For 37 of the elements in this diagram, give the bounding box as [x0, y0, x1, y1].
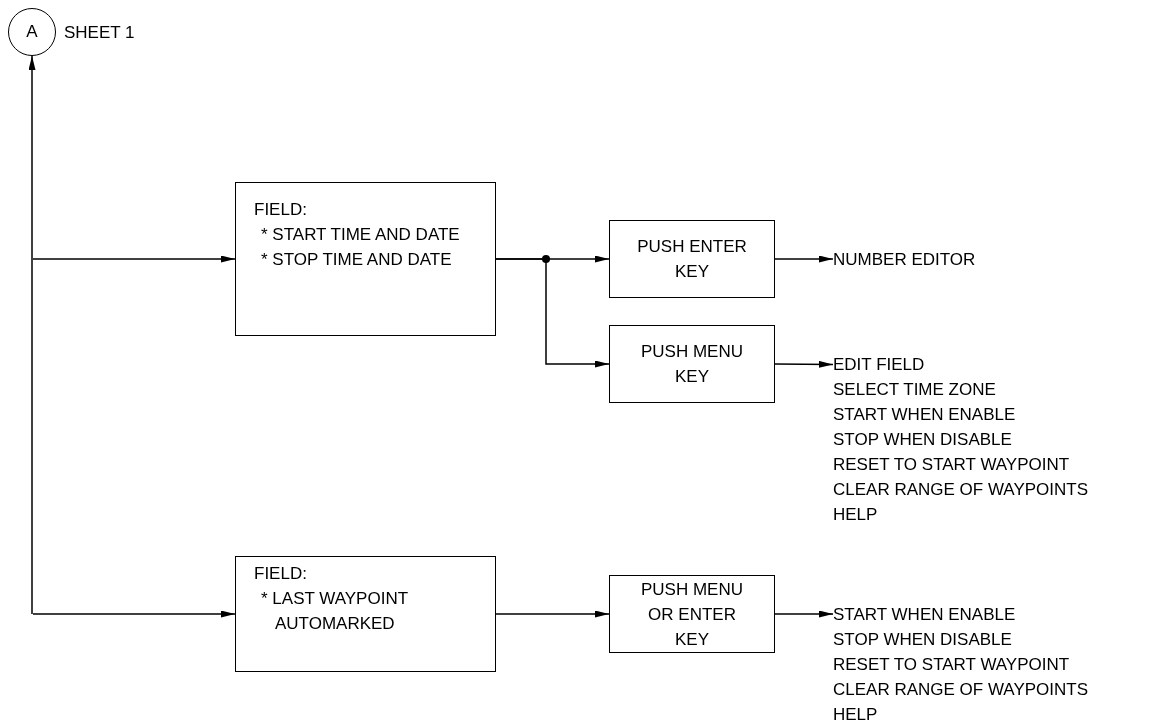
box-heading: FIELD:: [254, 563, 307, 585]
menu-option: START WHEN ENABLE: [833, 601, 1089, 627]
arrow: [774, 255, 834, 263]
arrow: [495, 258, 610, 368]
box-heading: FIELD:: [254, 199, 307, 221]
arrow: [774, 610, 834, 618]
menu-option: CLEAR RANGE OF WAYPOINTS: [833, 676, 1089, 702]
sheet-reference: SHEET 1: [64, 21, 135, 44]
field-item: * LAST WAYPOINT AUTOMARKED: [261, 588, 409, 635]
menu-option: CLEAR RANGE OF WAYPOINTS: [833, 477, 1089, 502]
process-box: [609, 325, 775, 403]
menu-option: STOP WHEN DISABLE: [833, 427, 1089, 452]
output-label: NUMBER EDITOR: [833, 246, 976, 272]
arrow: [774, 360, 834, 368]
field-item: * STOP TIME AND DATE: [261, 249, 452, 271]
arrow: [28, 55, 36, 615]
menu-option: HELP: [833, 701, 1089, 726]
menu-option: HELP: [833, 502, 1089, 527]
connector-circle: [8, 8, 56, 56]
arrow: [32, 610, 236, 618]
process-box: [609, 220, 775, 298]
menu-option: RESET TO START WAYPOINT: [833, 452, 1089, 477]
menu-option: SELECT TIME ZONE: [833, 377, 1089, 402]
menu-option: EDIT FIELD: [833, 352, 1089, 377]
arrow: [495, 610, 610, 618]
menu-option: START WHEN ENABLE: [833, 402, 1089, 427]
arrow: [32, 255, 236, 263]
menu-option: STOP WHEN DISABLE: [833, 626, 1089, 652]
process-box: [235, 556, 496, 672]
box-label: PUSH MENU KEY: [640, 341, 744, 388]
process-box: [609, 575, 775, 653]
box-label: PUSH ENTER KEY: [636, 236, 748, 283]
process-box: [235, 182, 496, 336]
field-item: * START TIME AND DATE: [261, 224, 460, 246]
box-label: PUSH MENU OR ENTER KEY: [640, 578, 744, 651]
menu-option: RESET TO START WAYPOINT: [833, 651, 1089, 677]
sheet-letter: A: [26, 22, 38, 42]
